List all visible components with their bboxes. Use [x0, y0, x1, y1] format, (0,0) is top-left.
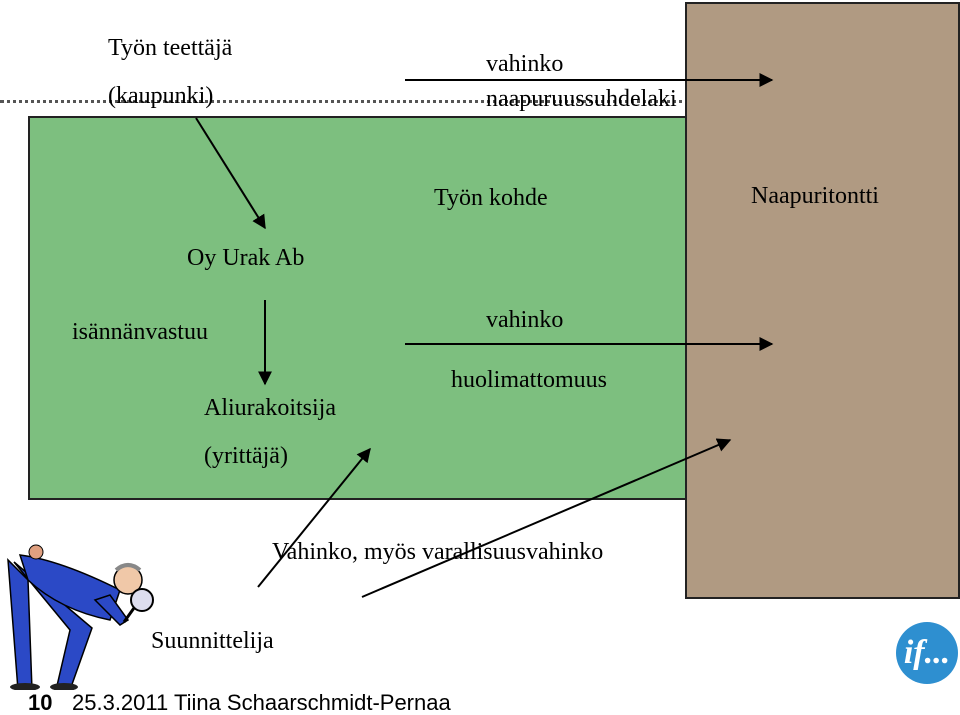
contractor-label: Oy Urak Ab — [187, 245, 305, 271]
negligence-label: huolimattomuus — [451, 367, 607, 393]
work-site-area — [28, 116, 688, 500]
neighbor-plot-area — [685, 2, 960, 599]
subcontractor-sub-label: (yrittäjä) — [204, 443, 288, 469]
damage-top-label: vahinko — [486, 51, 564, 77]
employer-label: Työn teettäjä — [108, 35, 233, 61]
arrow-icon — [195, 117, 266, 230]
arrow-icon — [257, 447, 371, 588]
subcontractor-label: Aliurakoitsija — [204, 395, 336, 421]
footer-date-author: 25.3.2011 Tiina Schaarschmidt-Pernaa — [72, 690, 451, 715]
arrow-icon — [361, 438, 732, 598]
detective-clipart-icon — [7, 544, 154, 690]
principal-liability-label: isännänvastuu — [72, 319, 208, 345]
damage-mid-label: vahinko — [486, 307, 564, 333]
slide-number: 10 — [28, 690, 53, 715]
property-damage-label: Vahinko, myös varallisuusvahinko — [272, 539, 604, 565]
neighbor-law-label: naapuruussuhdelaki — [486, 86, 677, 112]
work-target-label: Työn kohde — [434, 185, 548, 211]
designer-label: Suunnittelija — [151, 628, 274, 654]
neighbor-plot-label: Naapuritontti — [751, 183, 879, 209]
employer-sub-label: (kaupunki) — [108, 83, 214, 109]
if-logo: if... — [896, 622, 958, 684]
dotted-boundary-line — [0, 100, 690, 103]
